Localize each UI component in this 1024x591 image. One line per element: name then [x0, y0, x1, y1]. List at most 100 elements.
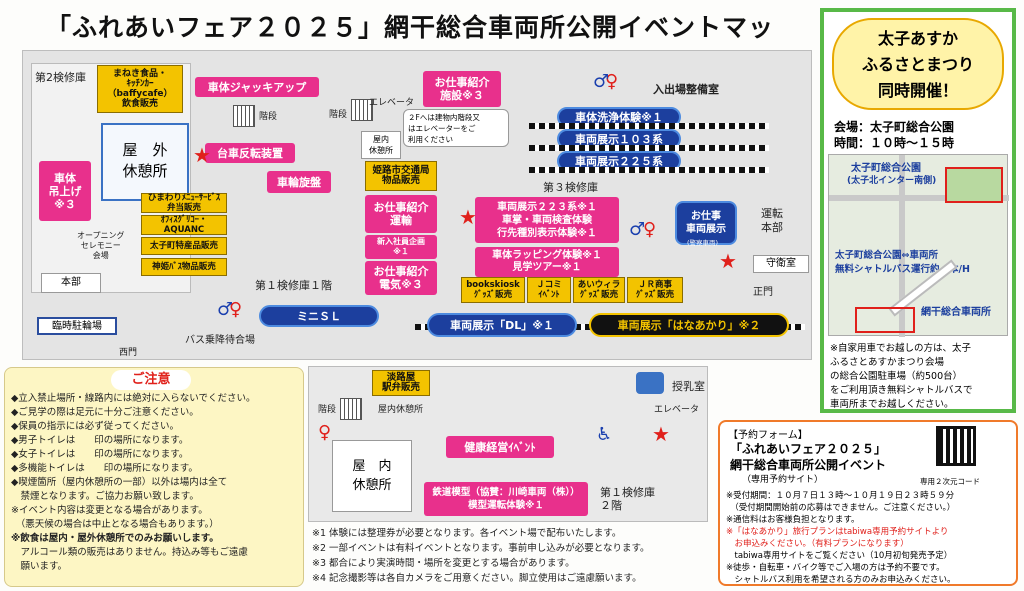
opening-ceremony-label: オープニング セレモニー 会場 — [77, 231, 125, 260]
temp-parking-box: 臨時駐輪場 — [37, 317, 117, 335]
event-jack-up[interactable]: 車体ジャッキアップ — [195, 77, 319, 97]
event-exhibit-103[interactable]: 車両展示１０３系 — [557, 129, 681, 149]
nursing-icon — [636, 372, 664, 394]
building-1-label: 第１検修庫１階 — [255, 279, 332, 292]
event-job-vehicle[interactable]: お仕事 車両展示 — [675, 201, 737, 245]
indoor-rest-label: 屋内休憩所 — [378, 405, 424, 415]
main-gate-label: 正門 — [753, 287, 773, 298]
headline-line: 太子あすか — [877, 29, 958, 48]
form-header: 【予約フォーム】 — [728, 430, 808, 441]
indoor-rest-small: 屋内 休憩所 — [361, 131, 401, 159]
elevator-note: ２Fへは建物内階段又 はエレベーターをご 利用ください — [403, 109, 509, 147]
festival-headline: 太子あすか ふるさとまつり 同時開催！ — [832, 18, 1004, 110]
event-mini-sl[interactable]: ミニＳＬ — [259, 305, 379, 327]
parking-note-line: の総合公園駐車場（約500台） — [830, 371, 963, 382]
festival-venue: 会場：太子町総合公園 — [834, 120, 955, 134]
driver-office-label: 運転 本部 — [761, 207, 783, 234]
form-line: ※受付期間：１０月７日１３時～１０月１９日２３時５９分 — [726, 491, 955, 501]
notice-item: ◆喫煙箇所（屋内休憩所の一部）以外は場内は全て — [11, 477, 228, 488]
male-toilet-icon: ♂ — [629, 219, 646, 240]
building-1-2f-label: 第１検修庫 ２階 — [600, 486, 655, 512]
parking-note-line: ふるさとあすかまつり会場 — [830, 357, 945, 368]
photo-spot-star-icon: ★ — [459, 205, 477, 229]
stairs-2-label: 階段 — [329, 110, 348, 120]
headline-line: 同時開催！ — [877, 81, 958, 100]
notice-panel: ご注意 ◆立入禁止場所・線路内には絶対に入らないでください。 ◆ご見学の際は足元… — [4, 367, 304, 587]
event-lift[interactable]: 車体 吊上げ ※３ — [39, 161, 91, 221]
footnotes: ※1 体験には整理券が必要となります。各イベント場で配布いたします。 ※2 一部… — [312, 526, 716, 586]
notice-item: ◆ご見学の際は足元に十分ご注意ください。 — [11, 407, 199, 418]
vendor-awajiya[interactable]: 淡路屋 駅弁販売 — [372, 370, 430, 396]
event-exhibit-223[interactable]: 車両展示２２３系※１ 車掌・車両検査体験 行先種別表示体験※１ — [475, 197, 619, 243]
notice-item: ◆保員の指示には必ず従ってください。 — [11, 421, 180, 432]
event-dl[interactable]: 車両展示「DL」※１ — [427, 313, 577, 337]
map-depot-label: 網干総合車両所 — [921, 307, 991, 318]
shuttle-line-2: 無料シャトルバス運行約４本/H — [835, 264, 970, 275]
vendor-maneki[interactable]: まねき食品・ ｷｯﾁﾝｶｰ（baffycafe） 飲食販売 — [97, 65, 183, 113]
qr-code-icon[interactable] — [936, 426, 976, 466]
event-new-recruit[interactable]: 新入社員企画 ※１ — [365, 235, 437, 259]
form-line: お申込みください。（有料プランになります） — [726, 539, 909, 549]
vendor-aiuira[interactable]: あいウィラ ｸﾞｯｽﾞ販売 — [573, 277, 625, 303]
notice-item: ◆男子トイレは 印の場所になります。 — [11, 435, 189, 446]
vendor-himeji[interactable]: 姫路市交通局 物品販売 — [365, 161, 437, 191]
notice-item: 願います。 — [11, 561, 68, 572]
female-toilet-icon: ♀ — [318, 422, 332, 443]
notice-item: ※イベント内容は変更となる場合があります。 — [11, 505, 208, 516]
vendor-books[interactable]: bookskiosk ｸﾞｯｽﾞ販売 — [461, 277, 525, 303]
footnote-item: ※1 体験には整理券が必要となります。各イベント場で配布いたします。 — [312, 528, 622, 539]
vendor-shinki[interactable]: 神姫ﾊﾞｽ物品販売 — [141, 258, 227, 276]
parking-note: ※自家用車でお越しの方は、太子 ふるさとあすかまつり会場 の総合公園駐車場（約5… — [830, 342, 973, 412]
map-park-label: 太子町総合公園 — [851, 163, 921, 174]
notice-item: ◆女子トイレは 印の場所になります。 — [11, 449, 189, 460]
female-toilet-icon: ♀ — [605, 71, 619, 92]
event-hanaakari[interactable]: 車両展示「はなあかり」※２ — [589, 313, 789, 337]
notice-item: ◆多機能トイレは 印の場所になります。 — [11, 463, 198, 474]
vendor-jr-shoji[interactable]: ＪＲ商事 ｸﾞｯｽﾞ販売 — [627, 277, 683, 303]
qr-caption: 専用２次元コード — [920, 477, 980, 486]
event-job-facility[interactable]: お仕事紹介 施設※３ — [423, 71, 501, 107]
footnote-item: ※3 都合により実演時間・場所を変更とする場合があります。 — [312, 558, 575, 569]
depot-marker — [855, 307, 915, 333]
vendor-himawari[interactable]: ひまわりﾒﾆｭｰｻｰﾋﾞｽ 弁当販売 — [141, 193, 227, 213]
event-job-vehicle-sub: (警察車両) — [687, 239, 719, 247]
event-bogie-rotate[interactable]: 台車反転装置 — [205, 143, 295, 163]
notice-item: ◆立入禁止場所・線路内には絶対に入らないでください。 — [11, 393, 256, 404]
area-map: 太子町総合公園 (太子北インター南側) 太子町総合公園⇔車両所 無料シャトルバス… — [828, 154, 1009, 337]
form-title-2: 網干総合車両所公開イベント — [730, 458, 887, 472]
rail-track — [529, 167, 769, 173]
festival-side-panel: 太子あすか ふるさとまつり 同時開催！ 会場：太子町総合公園 時間：１０時～１５… — [820, 8, 1016, 413]
form-sub: （専用予約サイト） — [742, 475, 824, 485]
vendor-jcomi[interactable]: Ｊコミ ｲﾍﾞﾝﾄ — [527, 277, 571, 303]
notice-item: ※飲食は屋内・屋外休憩所でのみお願いします。 — [11, 533, 219, 544]
photo-spot-star-icon: ★ — [652, 422, 670, 446]
event-exhibit-225[interactable]: 車両展示２２５系 — [557, 151, 681, 171]
form-line: ※通信料はお客様負担となります。 — [726, 515, 860, 525]
building-3-label: 第３検修庫 — [543, 181, 598, 194]
accessible-toilet-icon: ♿ — [596, 424, 613, 445]
footnote-item: ※4 記念撮影等は各自カメラをご用意ください。脚立使用はご遠慮願います。 — [312, 573, 642, 584]
page-title: 「ふれあいフェア２０２５」網干総合車両所公開イベントマップ — [45, 13, 774, 78]
event-wheel-lathe[interactable]: 車輪旋盤 — [267, 171, 331, 193]
parking-note-line: ※自家用車でお越しの方は、太子 — [830, 343, 971, 354]
road — [829, 195, 1009, 201]
notice-list: ◆立入禁止場所・線路内には絶対に入らないでください。 ◆ご見学の際は足元に十分ご… — [11, 392, 256, 574]
stairs-2 — [351, 99, 373, 121]
festival-time: 時間：１０時～１５時 — [834, 136, 955, 150]
form-line: tabiwa専用サイトをご覧ください（10月初旬発売予定） — [726, 551, 953, 561]
event-job-unyo[interactable]: お仕事紹介 運輸 — [365, 195, 437, 233]
entrance-guard-label: 入出場整備室 — [653, 83, 719, 96]
stairs-3 — [340, 398, 362, 420]
event-wrapping[interactable]: 車体ラッピング体験※１ 見学ツアー※１ — [475, 247, 619, 277]
elevator-label: エレベータ — [369, 98, 415, 108]
female-toilet-icon: ♀ — [229, 299, 243, 320]
form-line: （受付期間開始前の応募はできません。ご注意ください。） — [726, 503, 956, 513]
elevator-2-label: エレベータ — [654, 405, 700, 415]
event-health[interactable]: 健康経営ｲﾍﾞﾝﾄ — [446, 436, 554, 458]
nursing-room-label: 授乳室 — [672, 380, 705, 393]
event-job-denki[interactable]: お仕事紹介 電気※３ — [365, 261, 437, 295]
event-model[interactable]: 鉄道模型（協賛：川崎車両（株）） 模型運転体験※１ — [424, 482, 588, 516]
notice-item: 禁煙となります。ご協力お願い致します。 — [11, 491, 199, 502]
vendor-taishi[interactable]: 太子町特産品販売 — [141, 237, 227, 255]
vendor-aquanc[interactable]: ｵﾌｨｽｸﾞﾘｺｰ・ AQUANC — [141, 215, 227, 235]
